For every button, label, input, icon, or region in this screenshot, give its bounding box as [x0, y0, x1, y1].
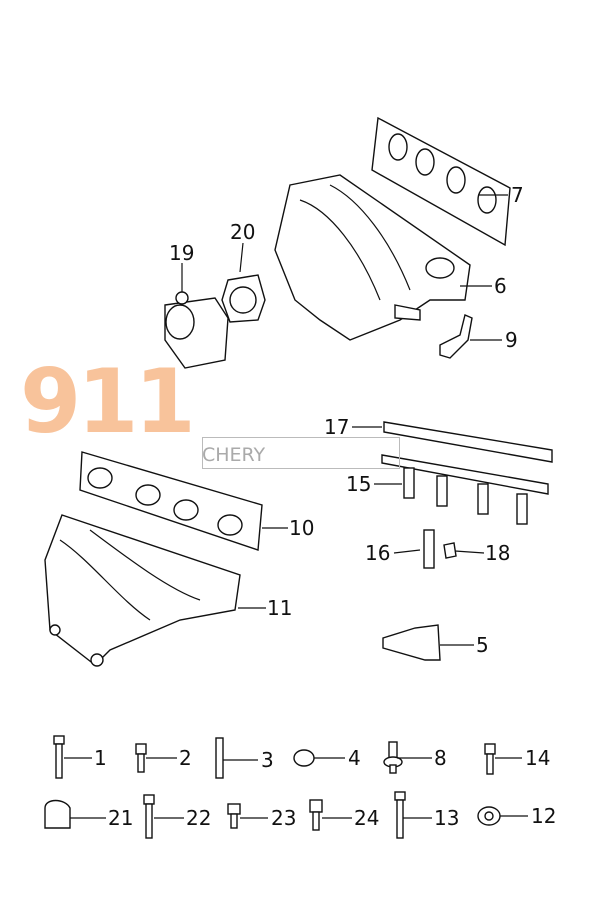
callout-22: 22 — [186, 806, 212, 830]
callout-1: 1 — [94, 746, 107, 770]
callout-24: 24 — [354, 806, 380, 830]
callout-21: 21 — [108, 806, 134, 830]
callout-19: 19 — [169, 241, 195, 265]
watermark-frame — [202, 437, 400, 469]
fasteners — [44, 735, 501, 839]
part-20-gasket — [221, 274, 266, 323]
callout-17: 17 — [324, 415, 350, 439]
callout-9: 9 — [505, 328, 518, 352]
callout-7: 7 — [511, 183, 524, 207]
callout-12: 12 — [531, 804, 557, 828]
part-6-intake-manifold — [274, 174, 471, 341]
callout-15: 15 — [346, 472, 372, 496]
part-16-injector — [423, 529, 435, 569]
callout-2: 2 — [179, 746, 192, 770]
part-9-bracket — [439, 314, 473, 359]
callout-11: 11 — [267, 596, 293, 620]
leader-lines — [64, 194, 528, 819]
callout-14: 14 — [525, 746, 551, 770]
callout-16: 16 — [365, 541, 391, 565]
part-5-bracket — [382, 624, 441, 661]
callout-5: 5 — [476, 633, 489, 657]
callout-3: 3 — [261, 748, 274, 772]
callout-13: 13 — [434, 806, 460, 830]
callout-4: 4 — [348, 746, 361, 770]
part-19-throttle-body — [164, 291, 229, 369]
callout-10: 10 — [289, 516, 315, 540]
part-10-exhaust-gasket — [79, 451, 263, 551]
callout-8: 8 — [434, 746, 447, 770]
callout-18: 18 — [485, 541, 511, 565]
watermark-brand: CHERY — [202, 444, 266, 466]
part-15-fuel-rail-injectors — [381, 454, 549, 525]
part-17-fuel-rail — [383, 421, 553, 463]
part-7-gasket — [371, 116, 511, 247]
watermark-number: 911 — [20, 350, 196, 453]
part-11-exhaust-manifold — [44, 514, 241, 667]
callout-20: 20 — [230, 220, 256, 244]
callout-23: 23 — [271, 806, 297, 830]
part-18-clip — [443, 542, 457, 559]
callout-6: 6 — [494, 274, 507, 298]
